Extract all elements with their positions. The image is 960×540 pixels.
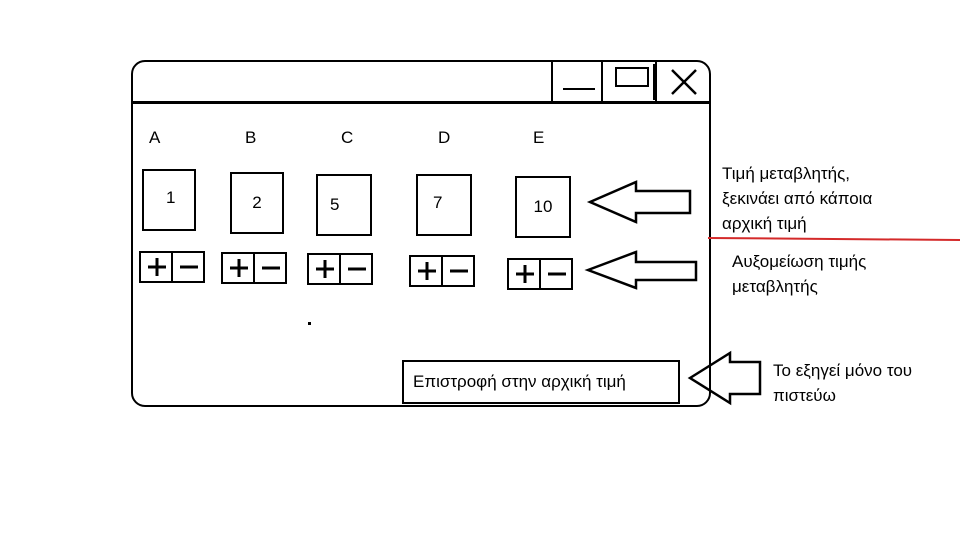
column-label-b: B <box>245 128 257 147</box>
decrement-button-e[interactable] <box>539 260 571 288</box>
minus-icon <box>548 272 566 276</box>
plus-icon <box>316 260 334 278</box>
minimize-button[interactable] <box>551 62 601 102</box>
close-button[interactable] <box>655 62 711 102</box>
annotation-reset-line: πιστεύω <box>773 386 836 405</box>
annotation-stepper-line: μεταβλητής <box>732 277 818 296</box>
stray-dot <box>308 322 311 325</box>
annotation-value-line: ξεκινάει από κάποια <box>722 189 873 208</box>
minus-icon <box>262 266 280 270</box>
title-divider <box>653 64 655 100</box>
close-icon <box>671 69 697 95</box>
annotation-reset: Το εξηγεί μόνο του πιστεύω <box>773 358 912 408</box>
increment-button-b[interactable] <box>223 254 253 282</box>
arrow-to-steppers <box>584 250 698 290</box>
increment-button-a[interactable] <box>141 253 171 281</box>
annotation-reset-line: Το εξηγεί μόνο του <box>773 361 913 380</box>
minus-icon <box>450 269 468 273</box>
plus-icon <box>148 258 166 276</box>
app-window: A B C D E 1 2 5 7 10 <box>131 60 711 407</box>
column-label-e: E <box>533 128 545 147</box>
arrow-to-reset-button <box>687 350 762 406</box>
value-box-c: 5 <box>316 174 372 236</box>
stepper-b <box>221 252 287 284</box>
minus-icon <box>348 267 366 271</box>
annotation-value: Τιμή μεταβλητής, ξεκινάει από κάποια αρχ… <box>722 161 872 236</box>
column-label-d: D <box>438 128 451 147</box>
plus-icon <box>516 265 534 283</box>
red-underline <box>707 237 960 241</box>
column-label-a: A <box>149 128 161 147</box>
title-bar <box>133 62 709 104</box>
minus-icon <box>180 265 198 269</box>
annotation-stepper: Αυξομείωση τιμής μεταβλητής <box>732 249 866 299</box>
stepper-a <box>139 251 205 283</box>
decrement-button-c[interactable] <box>339 255 371 283</box>
column-label-c: C <box>341 128 354 147</box>
decrement-button-b[interactable] <box>253 254 285 282</box>
reset-to-initial-button[interactable]: Επιστροφή στην αρχική τιμή <box>402 360 680 404</box>
increment-button-e[interactable] <box>509 260 539 288</box>
maximize-icon <box>615 67 649 87</box>
increment-button-d[interactable] <box>411 257 441 285</box>
annotation-value-line: αρχική τιμή <box>722 214 807 233</box>
value-box-e: 10 <box>515 176 571 238</box>
annotation-stepper-line: Αυξομείωση τιμής <box>732 252 867 271</box>
stepper-c <box>307 253 373 285</box>
value-box-b: 2 <box>230 172 284 234</box>
arrow-to-values <box>586 180 692 224</box>
stepper-d <box>409 255 475 287</box>
decrement-button-a[interactable] <box>171 253 203 281</box>
plus-icon <box>418 262 436 280</box>
plus-icon <box>230 259 248 277</box>
increment-button-c[interactable] <box>309 255 339 283</box>
decrement-button-d[interactable] <box>441 257 473 285</box>
stepper-e <box>507 258 573 290</box>
value-box-d: 7 <box>416 174 472 236</box>
value-box-a: 1 <box>142 169 196 231</box>
annotation-value-line: Τιμή μεταβλητής, <box>722 164 850 183</box>
maximize-button[interactable] <box>601 62 655 102</box>
